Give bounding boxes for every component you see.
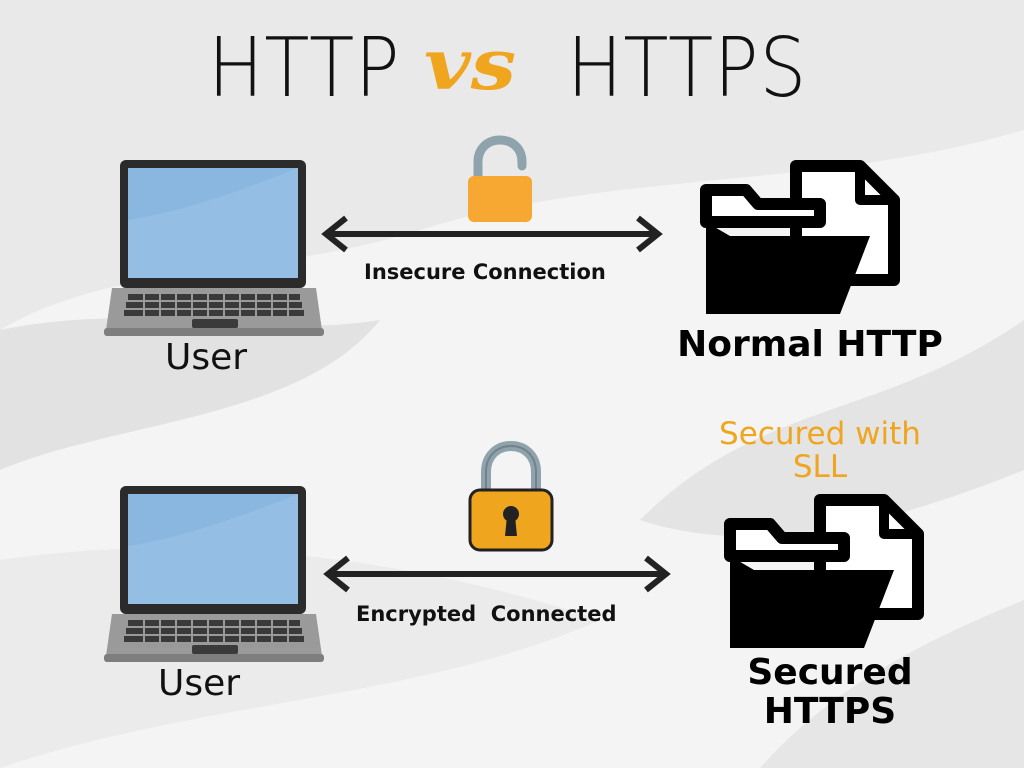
normal-http-label: Normal HTTP bbox=[677, 324, 943, 365]
user-label-bottom: User bbox=[158, 663, 241, 704]
laptop-icon bbox=[104, 160, 324, 336]
title-http: HTTP bbox=[208, 21, 401, 116]
folder-document-icon bbox=[724, 494, 924, 648]
open-padlock-icon bbox=[468, 135, 532, 222]
ssl-note-line1: Secured with bbox=[719, 416, 921, 452]
secured-https-line1: Secured bbox=[747, 652, 913, 693]
folder-document-icon bbox=[700, 160, 900, 314]
laptop-icon bbox=[104, 486, 324, 662]
closed-padlock-icon bbox=[468, 440, 554, 552]
secured-with-ssl-note: Secured with SLL bbox=[690, 416, 950, 486]
double-arrow-icon bbox=[321, 215, 663, 253]
title-vs: vs bbox=[424, 23, 517, 106]
user-label-top: User bbox=[165, 337, 248, 378]
secured-https-label: Secured HTTPS bbox=[700, 652, 960, 732]
double-arrow-icon bbox=[323, 555, 671, 593]
insecure-connection-label: Insecure Connection bbox=[364, 260, 606, 284]
secured-https-line2: HTTPS bbox=[763, 690, 897, 732]
encrypted-connection-label: Encrypted Connected bbox=[356, 602, 617, 626]
title-https: HTTPS bbox=[567, 21, 808, 116]
ssl-note-line2: SLL bbox=[792, 449, 848, 486]
